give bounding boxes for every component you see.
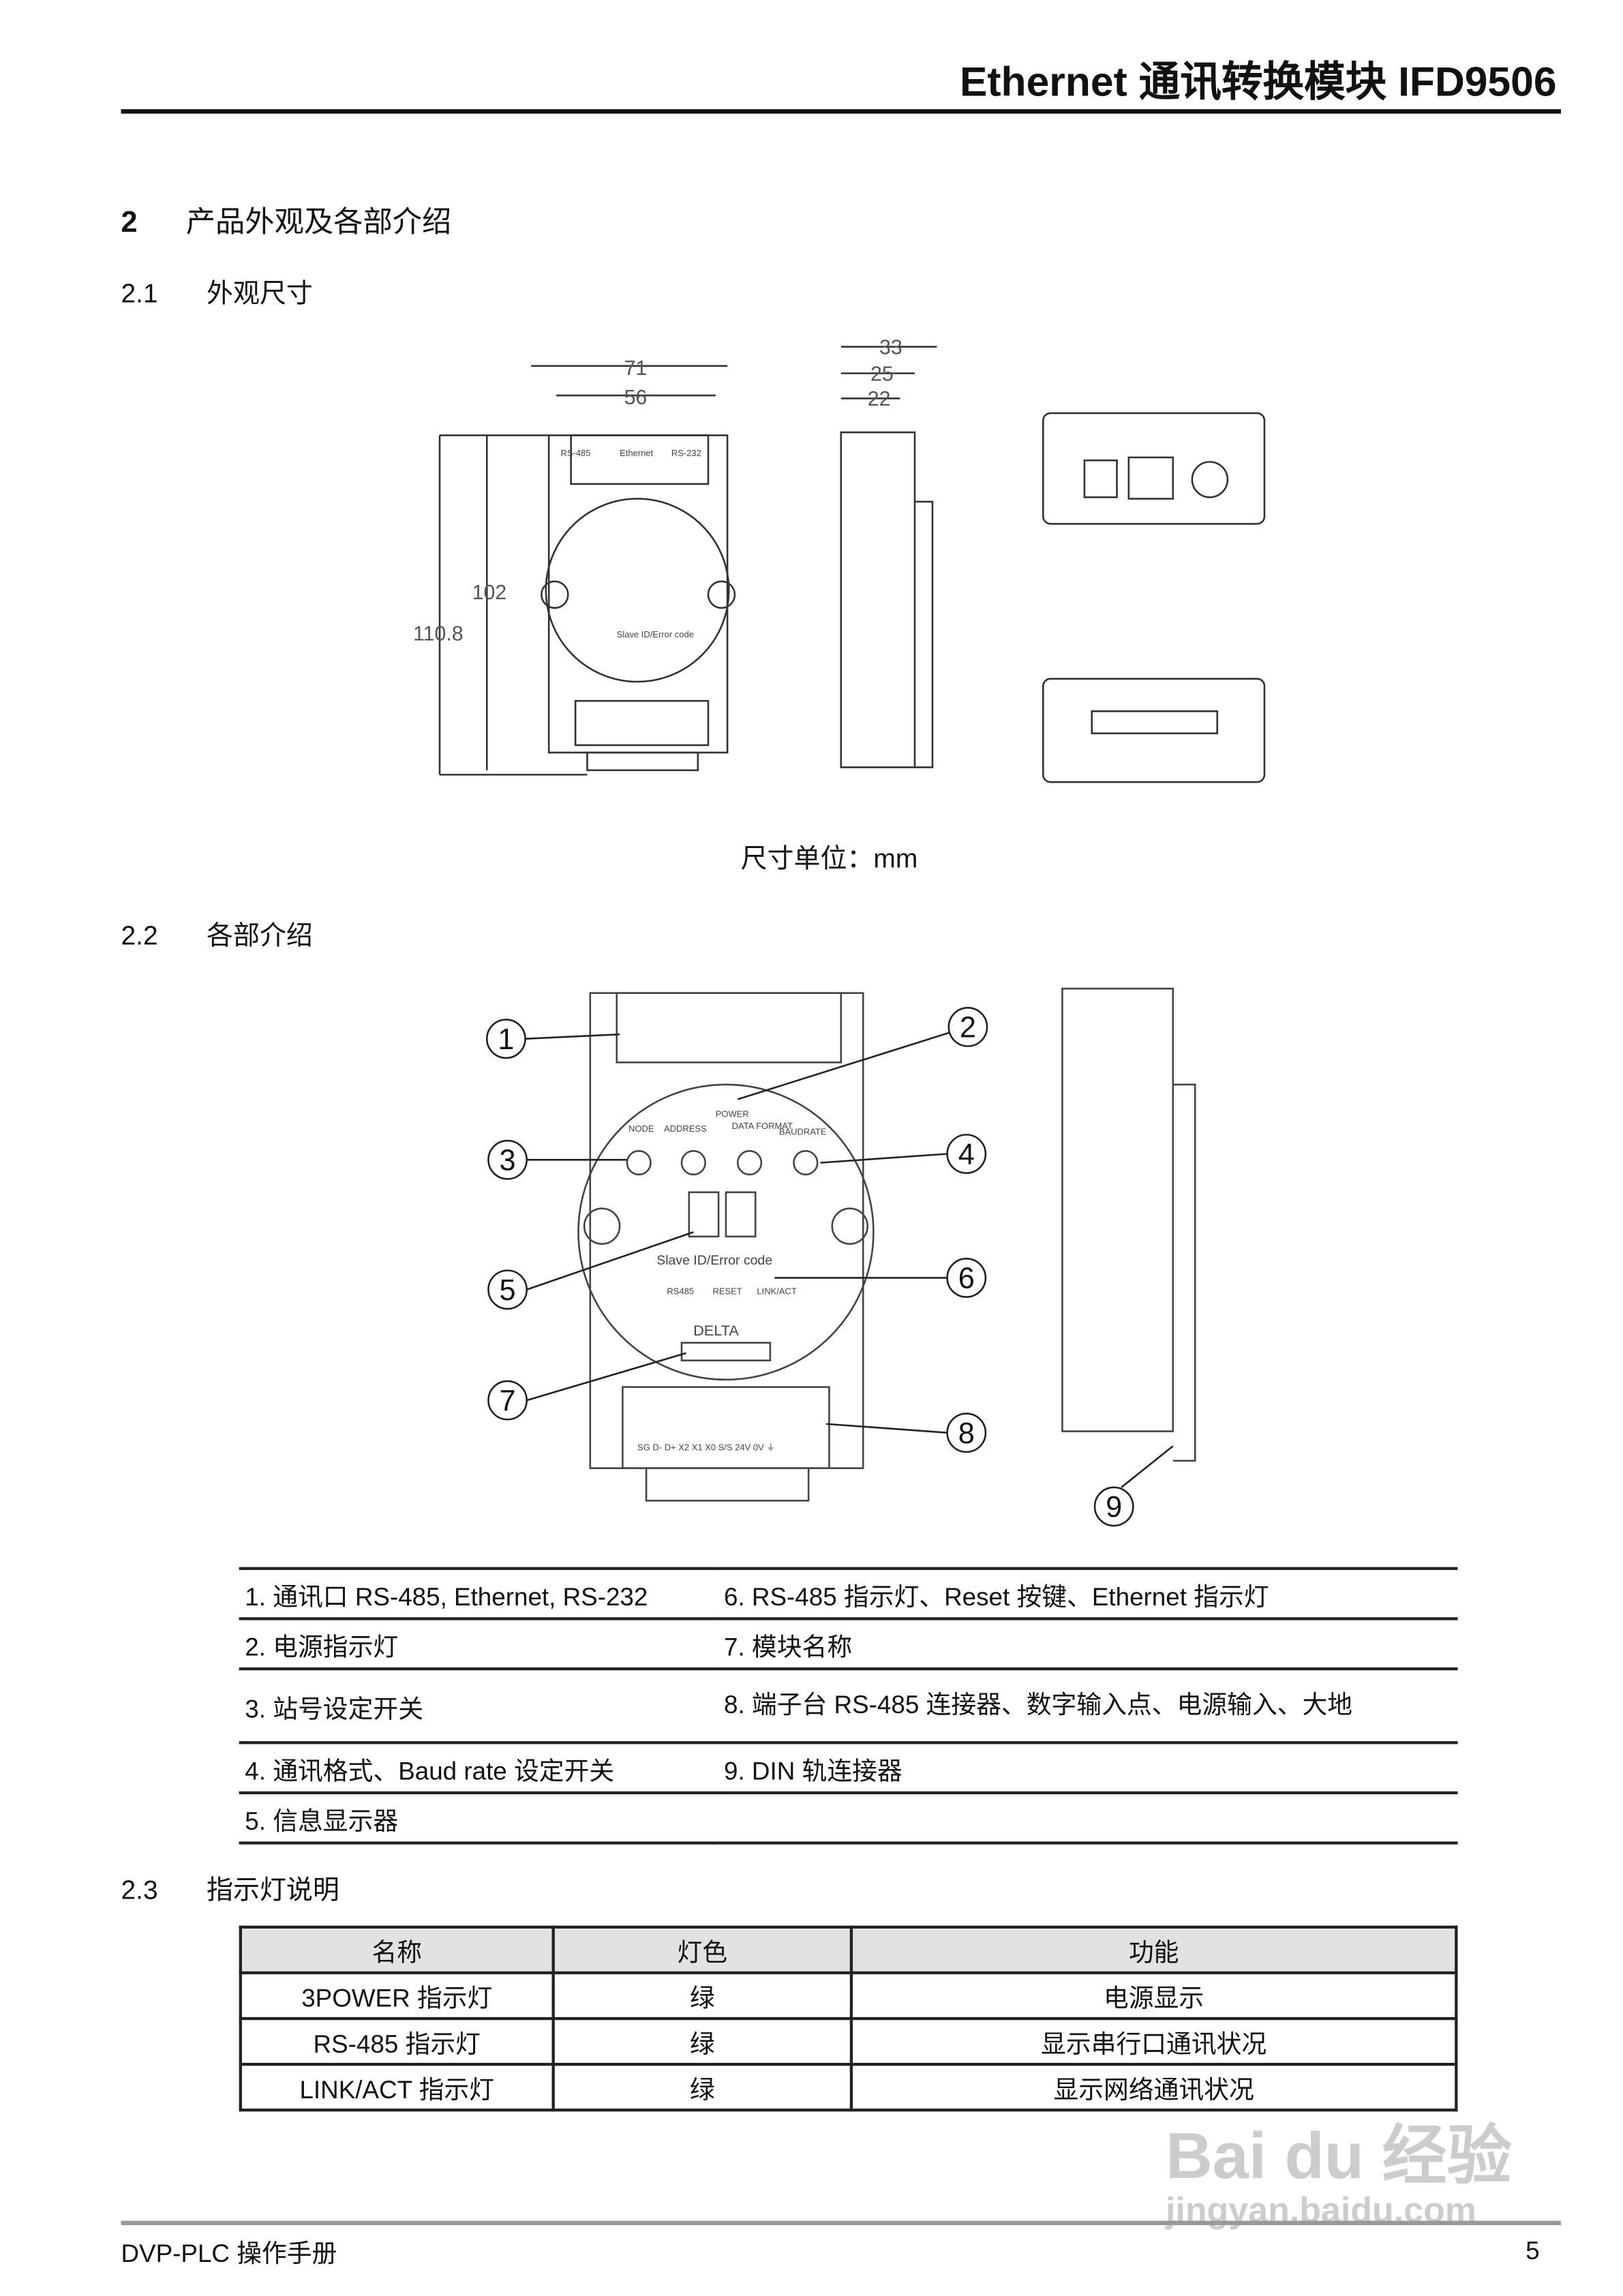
cell: 绿 <box>551 2016 853 2066</box>
callout-2: 2 <box>960 1012 976 1044</box>
subsection-2-1: 2.1 外观尺寸 <box>121 273 312 311</box>
part-item: 7. 模块名称 <box>718 1617 1458 1671</box>
subsection-number: 2.2 <box>121 920 158 950</box>
cell: 电源显示 <box>849 1971 1458 2021</box>
part-item: 1. 通讯口 RS-485, Ethernet, RS-232 <box>239 1567 718 1620</box>
label-address: ADDRESS <box>664 1123 707 1134</box>
col-header: 灯色 <box>551 1925 853 1975</box>
table-row: 3POWER 指示灯绿电源显示 <box>239 1971 1458 2021</box>
front-view <box>438 365 736 776</box>
unit-caption: 尺寸单位：mm <box>740 844 918 874</box>
table-header-row: 名称灯色功能 <box>239 1925 1458 1975</box>
part-item: 2. 电源指示灯 <box>239 1617 718 1671</box>
part-item: 8. 端子台 RS-485 连接器、数字输入点、电源输入、大地 <box>718 1667 1458 1744</box>
subsection-2-2: 2.2 各部介绍 <box>121 915 312 953</box>
label-link-act: LINK/ACT <box>757 1286 796 1296</box>
dim-110-8: 110.8 <box>413 622 464 645</box>
cell: 3POWER 指示灯 <box>239 1971 555 2021</box>
col-header: 功能 <box>849 1925 1458 1975</box>
subsection-title: 指示灯说明 <box>207 1875 339 1905</box>
callout-8: 8 <box>958 1417 975 1450</box>
dim-22: 22 <box>868 388 891 410</box>
callout-5: 5 <box>500 1274 516 1307</box>
cell: LINK/ACT 指示灯 <box>239 2062 555 2112</box>
top-view <box>1042 412 1266 525</box>
cell: 显示网络通讯状况 <box>849 2062 1458 2112</box>
subsection-2-3: 2.3 指示灯说明 <box>121 1869 339 1907</box>
label-power: POWER <box>716 1109 749 1119</box>
table-row: LINK/ACT 指示灯绿显示网络通讯状况 <box>239 2062 1458 2112</box>
page-header-title: Ethernet 通讯转换模块 IFD9506 <box>959 59 1557 105</box>
cell: 绿 <box>551 1971 853 2021</box>
cell: 绿 <box>551 2062 853 2112</box>
part-item: 9. DIN 轨连接器 <box>718 1741 1458 1795</box>
callout-1: 1 <box>498 1023 514 1056</box>
brand-logo: DELTA <box>693 1322 739 1339</box>
label-data-format: DATA FORMAT <box>732 1121 793 1131</box>
section-number: 2 <box>121 207 138 239</box>
bottom-view <box>1042 678 1266 783</box>
section-title: 产品外观及各部介绍 <box>185 207 452 239</box>
callout-9: 9 <box>1106 1491 1122 1524</box>
display-label: Slave ID/Error code <box>617 629 694 639</box>
dim-33: 33 <box>879 336 902 359</box>
part-item: 3. 站号设定开关 <box>239 1667 718 1744</box>
dim-56: 56 <box>624 387 648 409</box>
dimension-drawing: 71 56 102 110.8 RS-485 Ethernet RS-232 S… <box>413 336 1266 783</box>
section-heading: 2 产品外观及各部介绍 <box>121 198 451 241</box>
subsection-title: 各部介绍 <box>207 920 313 950</box>
cell: 显示串行口通讯状况 <box>849 2016 1458 2066</box>
table-row: RS-485 指示灯绿显示串行口通讯状况 <box>239 2016 1458 2066</box>
parts-drawing: 1 2 3 4 5 6 7 8 9 POWER NODE ADDRESS DAT… <box>485 987 1196 1527</box>
label-node: NODE <box>628 1123 654 1134</box>
dim-25: 25 <box>870 363 894 385</box>
side-view <box>840 346 937 768</box>
part-item <box>718 1791 1458 1845</box>
label-led-rs485: RS485 <box>667 1286 694 1296</box>
led-table: 名称灯色功能 3POWER 指示灯绿电源显示 RS-485 指示灯绿显示串行口通… <box>239 1925 1458 2112</box>
label-reset: RESET <box>712 1286 742 1296</box>
callout-4: 4 <box>958 1138 975 1171</box>
footer-rule <box>121 2220 1562 2226</box>
label-baudrate: BAUDRATE <box>779 1127 827 1137</box>
callout-6: 6 <box>958 1263 975 1295</box>
dim-71: 71 <box>624 357 648 380</box>
part-item: 4. 通讯格式、Baud rate 设定开关 <box>239 1741 718 1795</box>
subsection-number: 2.1 <box>121 279 158 309</box>
terminal-labels: SG D- D+ X2 X1 X0 S/S 24V 0V ⏚ <box>637 1442 775 1453</box>
callout-3: 3 <box>500 1144 516 1177</box>
part-item: 6. RS-485 指示灯、Reset 按键、Ethernet 指示灯 <box>718 1567 1458 1620</box>
subsection-number: 2.3 <box>121 1875 158 1905</box>
col-header: 名称 <box>239 1925 555 1975</box>
dim-102: 102 <box>472 581 507 604</box>
part-item: 5. 信息显示器 <box>239 1791 718 1845</box>
port-label-ethernet: Ethernet <box>620 448 653 458</box>
page-number: 5 <box>1526 2237 1540 2265</box>
callout-7: 7 <box>500 1385 516 1417</box>
footer-manual-name: DVP-PLC 操作手册 <box>121 2239 337 2268</box>
header-rule <box>121 109 1562 114</box>
watermark-url: jingyan.baidu.com <box>1165 2191 1477 2231</box>
port-label-rs232: RS-232 <box>671 448 701 458</box>
port-label-rs485: RS-485 <box>561 448 591 458</box>
table-row: 5. 信息显示器 <box>239 1791 1458 1845</box>
cell: RS-485 指示灯 <box>239 2016 555 2066</box>
subsection-title: 外观尺寸 <box>207 279 313 309</box>
label-slave-id: Slave ID/Error code <box>656 1253 772 1268</box>
watermark-logo: Bai du 经验 <box>1165 2120 1512 2193</box>
